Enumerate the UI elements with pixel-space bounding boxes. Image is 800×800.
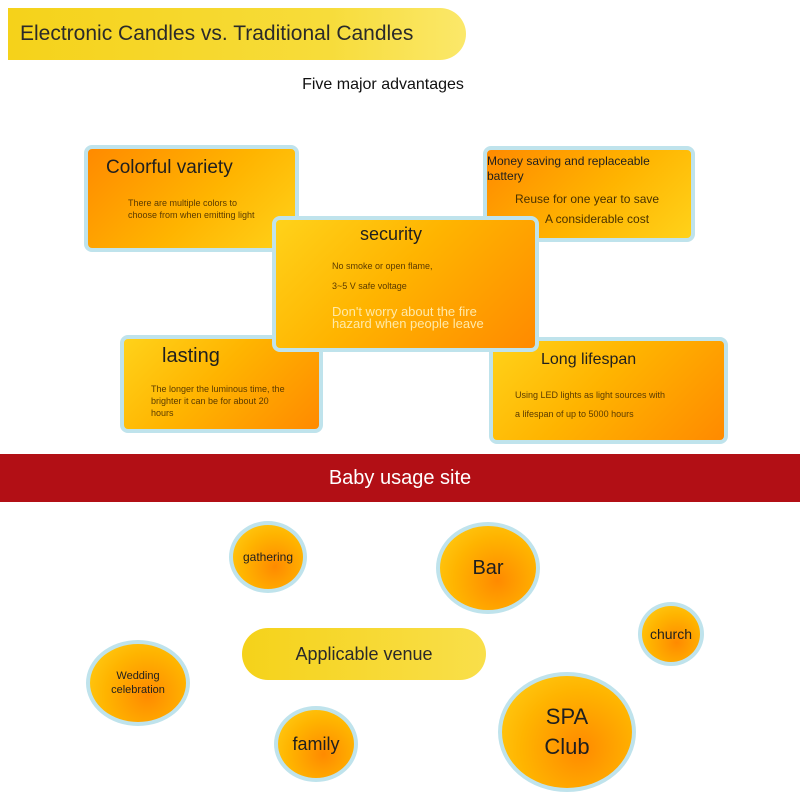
usage-band: Baby usage site <box>0 454 800 502</box>
page-subtitle: Five major advantages <box>302 76 464 93</box>
venue-church: church <box>638 602 704 666</box>
title-banner: Electronic Candles vs. Traditional Candl… <box>8 8 466 60</box>
venue-label: church <box>649 626 693 642</box>
venue-label: family <box>292 733 340 754</box>
page-title: Electronic Candles vs. Traditional Candl… <box>20 22 414 45</box>
card-title: Colorful variety <box>106 157 233 178</box>
venue-gathering: gathering <box>229 521 307 593</box>
card-colorful-variety: Colorful variety There are multiple colo… <box>84 145 299 252</box>
venue-label: SPA Club <box>544 704 590 759</box>
applicable-venue-label: Applicable venue <box>295 643 433 664</box>
venue-spa-club: SPA Club <box>498 672 636 792</box>
card-title: Long lifespan <box>541 351 637 368</box>
card-note: Don't worry about the fire hazard when p… <box>332 304 484 331</box>
card-title: lasting <box>162 345 220 367</box>
applicable-venue-pill: Applicable venue <box>242 628 486 680</box>
card-title: Money saving and replaceable battery <box>487 154 650 183</box>
venue-bar: Bar <box>436 522 540 614</box>
card-text: a lifespan of up to 5000 hours <box>515 409 634 419</box>
card-text: 3~5 V safe voltage <box>332 281 407 291</box>
card-title: security <box>360 224 423 244</box>
card-text: A considerable cost <box>545 212 650 226</box>
usage-band-title: Baby usage site <box>328 466 472 489</box>
card-text: No smoke or open flame, <box>332 261 433 271</box>
venue-label: Bar <box>472 556 504 579</box>
card-long-lifespan: Long lifespan Using LED lights as light … <box>489 337 728 444</box>
card-text: Using LED lights as light sources with <box>515 390 666 400</box>
card-text: Reuse for one year to save <box>515 192 660 206</box>
venue-wedding: Wedding celebration <box>86 640 190 726</box>
venue-label: gathering <box>242 550 294 564</box>
venue-family: family <box>274 706 358 782</box>
card-security: security No smoke or open flame, 3~5 V s… <box>272 216 539 352</box>
card-text: The longer the luminous time, the bright… <box>151 384 285 418</box>
card-text: There are multiple colors to choose from… <box>128 198 255 220</box>
venue-label: Wedding celebration <box>111 670 165 696</box>
